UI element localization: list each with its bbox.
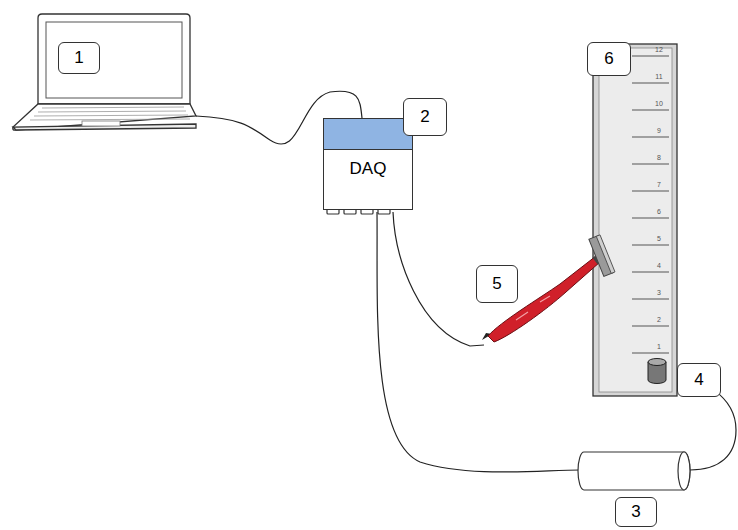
device-label: DAQ (324, 159, 412, 179)
scale-tick (632, 110, 669, 111)
daq-box: DAQ (323, 118, 413, 210)
beam (593, 44, 677, 396)
scale-number: 4 (652, 261, 666, 270)
scale-tick (632, 164, 669, 165)
scale-number: 12 (652, 45, 666, 54)
callout-number: 1 (58, 42, 100, 74)
scale-number: 1 (652, 342, 666, 351)
scale-tick (632, 245, 669, 246)
scale-number: 8 (652, 153, 666, 162)
laptop (13, 14, 196, 130)
callout-number: 4 (677, 363, 721, 397)
scale-tick (632, 191, 669, 192)
scale-tick (632, 326, 669, 327)
scale-tick (632, 272, 669, 273)
scale-number: 3 (652, 288, 666, 297)
scale-number: 9 (652, 126, 666, 135)
callout-number: 2 (403, 98, 447, 136)
accelerometer (648, 359, 666, 384)
scale-tick (632, 137, 669, 138)
scale-tick (632, 218, 669, 219)
scale-number: 2 (652, 315, 666, 324)
scale-tick (632, 299, 669, 300)
callout-number: 3 (615, 497, 657, 527)
signal-conditioner (578, 452, 690, 490)
scale-number: 6 (652, 207, 666, 216)
scale-tick (632, 83, 669, 84)
callout-number: 6 (587, 42, 631, 76)
scale-number: 10 (652, 99, 666, 108)
scale-number: 11 (652, 72, 666, 81)
scale-tick (632, 56, 669, 57)
scale-tick (632, 353, 669, 354)
scale-number: 7 (652, 180, 666, 189)
scale-number: 5 (652, 234, 666, 243)
callout-number: 5 (476, 265, 518, 303)
